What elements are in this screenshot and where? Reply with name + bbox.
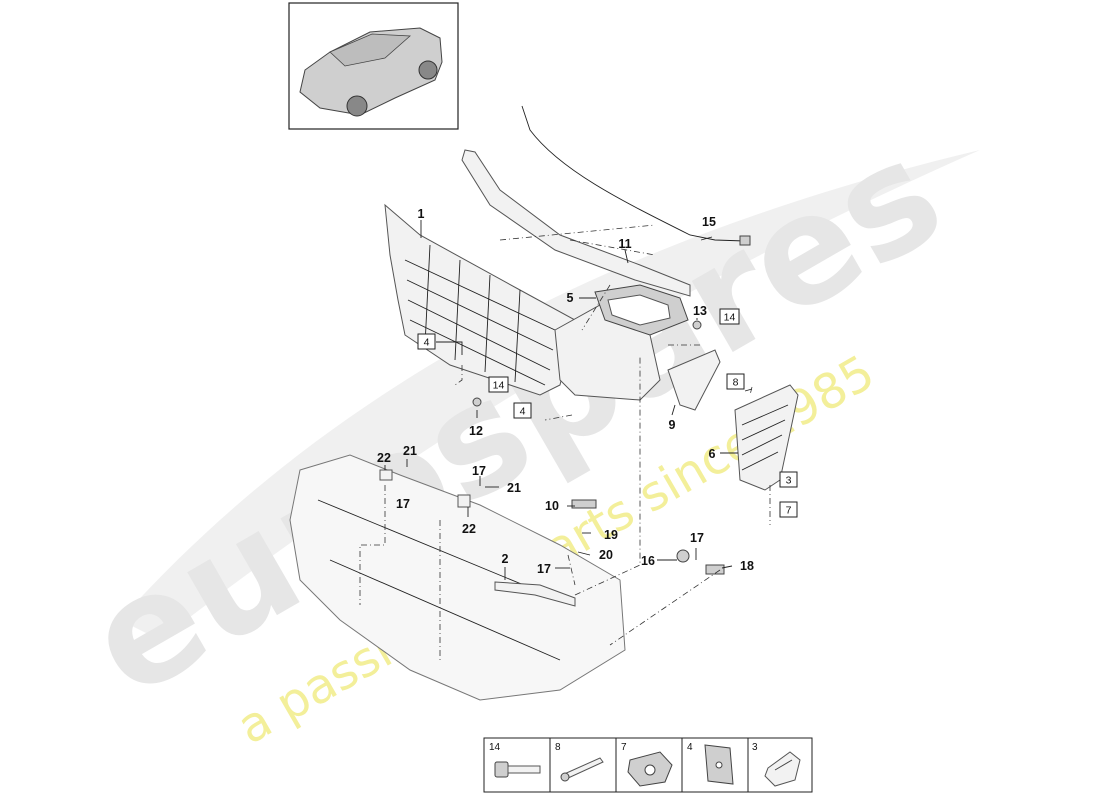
callout-1: 1 [418, 207, 425, 221]
bracket-22b [457, 494, 471, 508]
boxed-callouts: 3 4 4 7 8 14 14 [417, 308, 798, 518]
rivet-icon [560, 757, 604, 782]
legend-cell-7: 7 [621, 742, 673, 787]
clip-12 [472, 397, 482, 407]
watermark-swoosh [120, 150, 980, 640]
legend-cell-3: 3 [752, 742, 801, 787]
boxed-callout-3: 3 [779, 471, 798, 488]
svg-text:14: 14 [493, 380, 505, 392]
callout-17b: 17 [472, 464, 486, 478]
callout-16: 16 [641, 554, 655, 568]
callout-9: 9 [669, 418, 676, 432]
callout-numbers: 1 2 5 6 9 10 11 12 13 15 16 17 17 17 17 … [377, 207, 754, 576]
cover-18 [705, 564, 725, 575]
callout-13: 13 [693, 304, 707, 318]
cable-connector [739, 235, 751, 246]
legend-num-7: 7 [621, 742, 627, 753]
boxed-callout-14a: 14 [719, 308, 740, 325]
bumper-cover [289, 454, 626, 701]
legend-cell-14: 14 [489, 742, 541, 778]
clip-13 [692, 320, 702, 330]
callout-21b: 21 [507, 481, 521, 495]
guide-lines [359, 224, 771, 660]
svg-text:14: 14 [724, 312, 736, 324]
legend-num-4: 4 [687, 742, 693, 753]
callout-6: 6 [709, 447, 716, 461]
legend-num-3: 3 [752, 742, 758, 753]
callout-22b: 22 [462, 522, 476, 536]
callout-17d: 17 [690, 531, 704, 545]
car-thumbnail [288, 2, 459, 130]
boxed-callout-7: 7 [779, 501, 798, 518]
spring-clip-icon [764, 751, 801, 787]
callout-20: 20 [599, 548, 613, 562]
svg-text:4: 4 [424, 337, 430, 349]
mounting-strip [571, 499, 597, 509]
callout-17c: 17 [537, 562, 551, 576]
boxed-callout-8: 8 [726, 373, 745, 390]
expanding-nut-icon [627, 751, 673, 787]
svg-text:8: 8 [733, 377, 739, 389]
callout-21a: 21 [403, 444, 417, 458]
svg-text:4: 4 [520, 406, 526, 418]
cable-harness [521, 105, 746, 242]
svg-text:7: 7 [786, 505, 792, 517]
callout-2: 2 [502, 552, 509, 566]
bracket-22a [379, 469, 393, 481]
legend-cell-8: 8 [555, 742, 604, 782]
svg-text:3: 3 [786, 475, 792, 487]
callout-17a: 17 [396, 497, 410, 511]
callout-12: 12 [469, 424, 483, 438]
fastener-legend: 14 8 7 4 [483, 737, 813, 793]
callout-11: 11 [618, 237, 631, 251]
foam-strip [461, 149, 691, 297]
callout-22a: 22 [377, 451, 391, 465]
boxed-callout-14b: 14 [488, 376, 509, 393]
clip-nut-icon [704, 744, 734, 785]
boxed-callout-4b: 4 [513, 402, 532, 419]
legend-num-8: 8 [555, 742, 561, 753]
spoiler-lip [494, 581, 576, 607]
legend-num-14: 14 [489, 742, 501, 753]
callout-18: 18 [740, 559, 754, 573]
callout-15: 15 [702, 215, 716, 229]
plug-16 [676, 549, 690, 563]
boxed-callout-4a: 4 [417, 333, 436, 350]
side-grille [734, 384, 799, 491]
callout-10: 10 [545, 499, 559, 513]
callout-5: 5 [567, 291, 574, 305]
legend-cell-4: 4 [687, 742, 734, 785]
bolt-icon [494, 761, 541, 778]
callout-19: 19 [604, 528, 618, 542]
air-guide [667, 349, 721, 411]
leader-lines [384, 220, 753, 580]
